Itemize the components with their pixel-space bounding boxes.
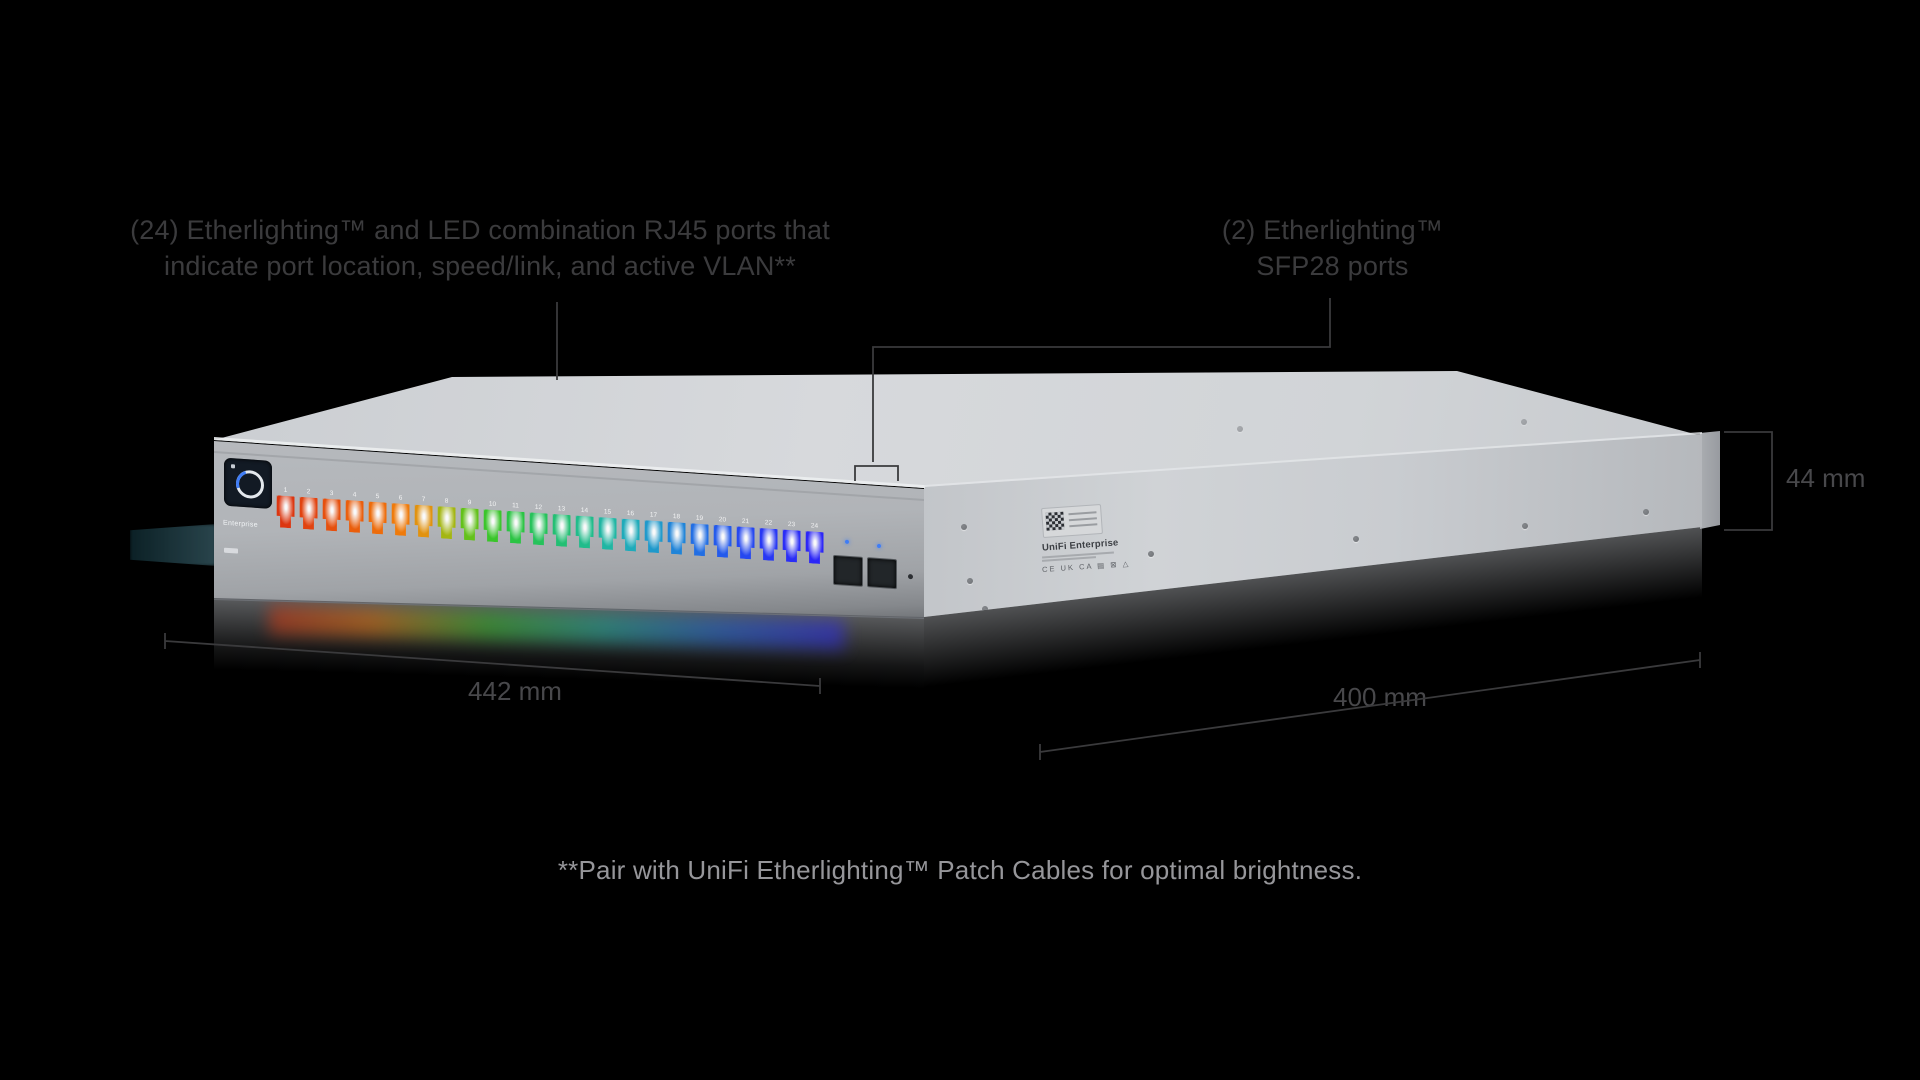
screw-hole xyxy=(967,578,973,584)
sfp-bracket xyxy=(854,465,899,481)
screw-hole xyxy=(1643,509,1649,515)
sfp-callout-line xyxy=(872,298,1331,462)
screw-hole xyxy=(1148,551,1154,557)
screw-hole xyxy=(982,606,988,612)
footnote-text: **Pair with UniFi Etherlighting™ Patch C… xyxy=(557,855,1363,885)
height-dimension-label: 44 mm xyxy=(1786,463,1866,493)
ports-callout-text: (24) Etherlighting™ and LED combination … xyxy=(70,212,890,284)
screw-hole xyxy=(1521,419,1527,425)
sfp-callout-line1: (2) Etherlighting™ xyxy=(1221,215,1444,245)
right-rack-ear xyxy=(1700,431,1720,529)
screw-hole xyxy=(1237,426,1243,432)
left-rack-ear xyxy=(130,524,216,566)
depth-dimension-line xyxy=(1039,652,1701,760)
sfp-callout-line2: SFP28 ports xyxy=(1256,251,1409,281)
sfp-callout-text: (2) Etherlighting™ SFP28 ports xyxy=(1190,212,1475,284)
ports-callout-line2: indicate port location, speed/link, and … xyxy=(164,251,796,281)
depth-dimension-label: 400 mm xyxy=(1333,682,1427,712)
height-dimension-bracket xyxy=(1724,431,1773,531)
width-dimension-line xyxy=(164,633,821,694)
screw-hole xyxy=(961,524,967,530)
screw-hole xyxy=(1522,523,1528,529)
ports-callout-line1: (24) Etherlighting™ and LED combination … xyxy=(130,215,830,245)
screw-hole xyxy=(1353,536,1359,542)
